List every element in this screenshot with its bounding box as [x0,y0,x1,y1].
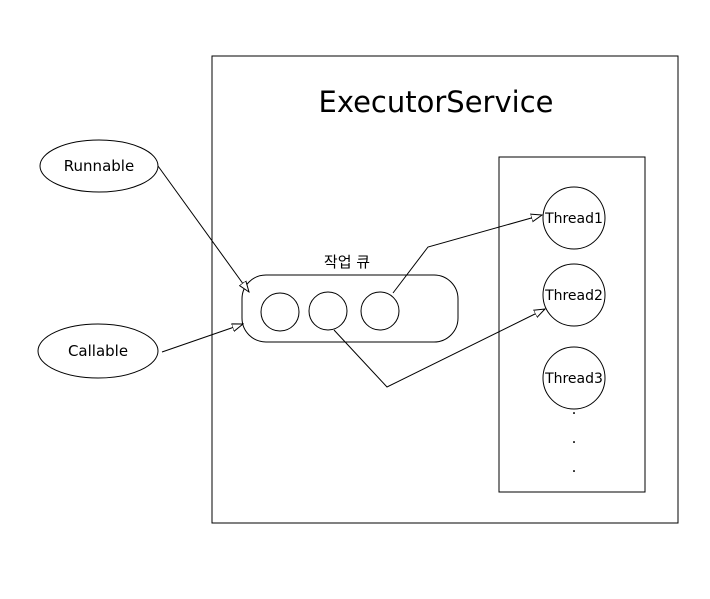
executor-service-title: ExecutorService [319,85,554,119]
ellipsis-dot: . [572,429,577,447]
task-queue-label: 작업 큐 [324,253,370,271]
queue-task-slot [308,291,348,331]
ellipsis-dot: . [572,458,577,476]
runnable-label: Runnable [64,157,134,175]
thread-circle [542,346,606,410]
callable-to-queue-arrow [161,324,243,353]
thread-circle [542,263,606,327]
thread-label: Thread3 [544,371,603,387]
queue-to-thread2-arrow [333,309,545,388]
ellipsis-dot: . [572,400,577,418]
queue-task-slot [260,292,300,332]
more-threads-ellipsis: ... [572,400,577,476]
task-queue-box [241,274,459,343]
callable-ellipse [37,323,159,379]
queue-task-slot [360,291,400,331]
runnable-to-queue-arrow [157,165,249,292]
callable-label: Callable [68,342,128,360]
queue-to-thread1-arrow [392,215,542,294]
thread-label: Thread1 [544,211,603,227]
thread-label: Thread2 [544,288,603,304]
